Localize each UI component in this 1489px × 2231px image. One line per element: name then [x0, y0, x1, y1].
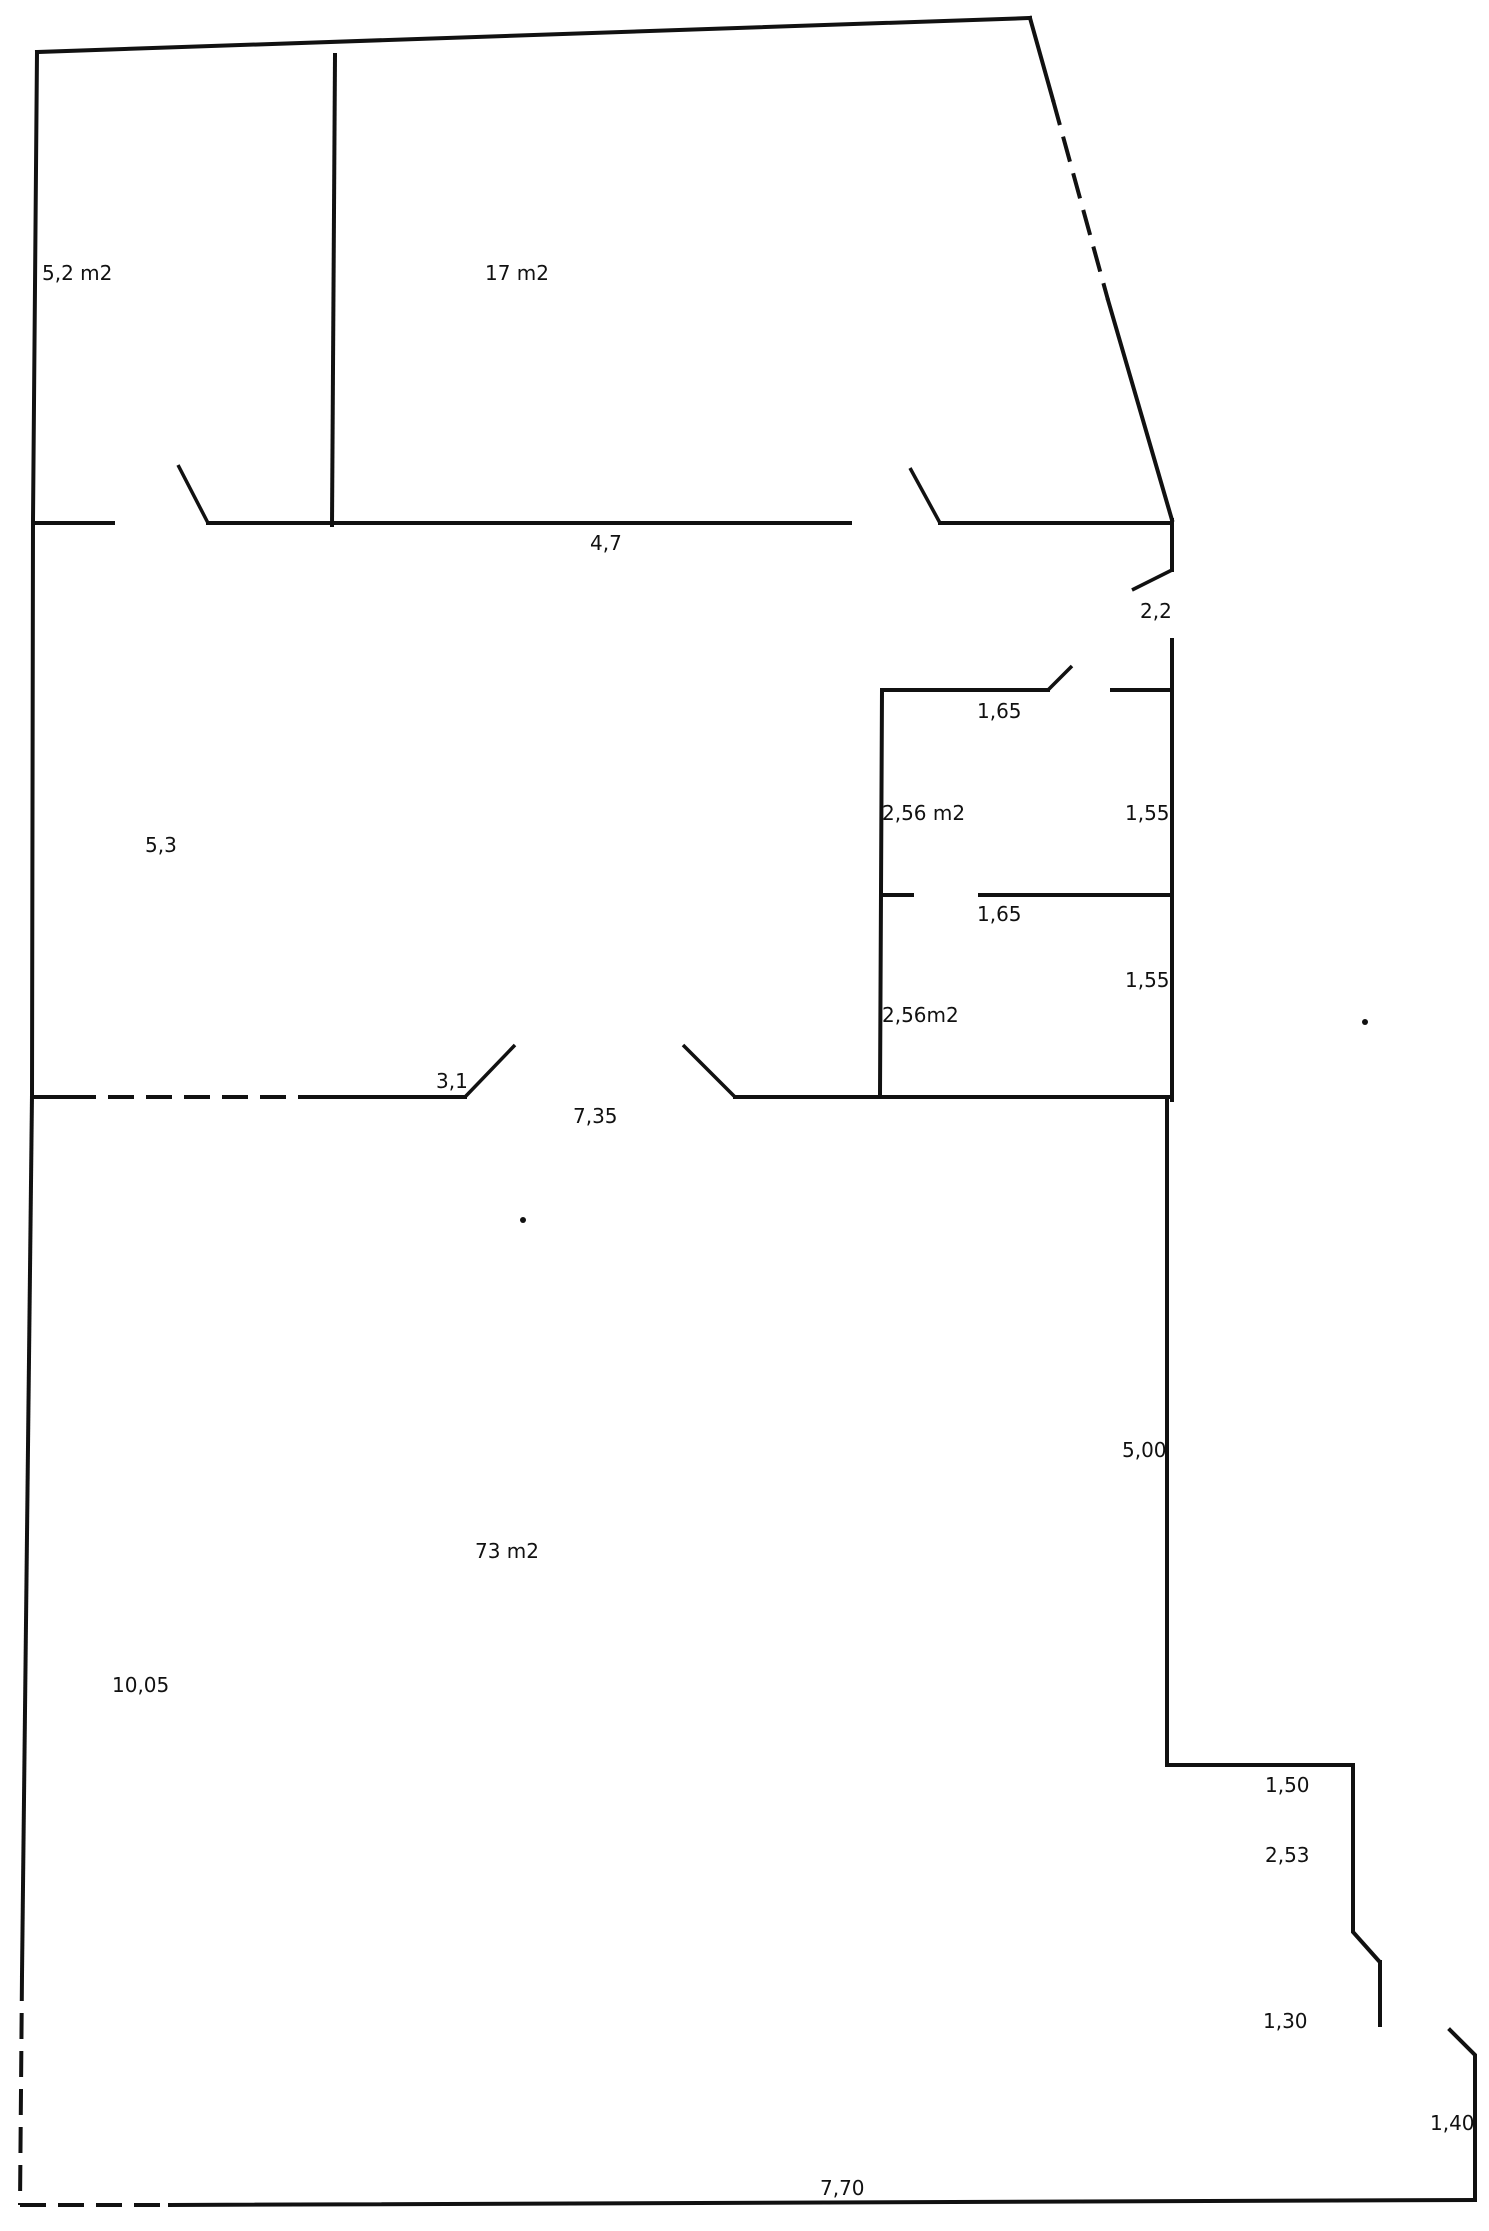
- left-wall-middle: [29, 517, 36, 1098]
- door-top-room: [908, 467, 942, 524]
- left-wall-dashed: [18, 1974, 24, 2206]
- dimension-label: 1,40: [1430, 2111, 1475, 2135]
- left-wall-upper: [30, 49, 40, 523]
- dimension-label: 1,65: [977, 699, 1022, 723]
- slanted-wall-upper: [1027, 15, 1056, 103]
- corridor-wall: [30, 1043, 1174, 1099]
- wc-block: [877, 568, 1174, 1098]
- dimension-label: 1,55: [1125, 801, 1170, 825]
- left-wall-lower: [19, 1092, 35, 1978]
- wc-left-wall: [877, 687, 885, 1098]
- door-right-exit: [1131, 568, 1173, 592]
- door-corridor-left: [463, 1043, 517, 1099]
- marker-dot: [1362, 1019, 1368, 1025]
- top-room-divider: [329, 52, 338, 528]
- area-label: 2,56 m2: [882, 801, 965, 825]
- dimension-label: 3,1: [436, 1069, 468, 1093]
- top-outer-wall: [34, 15, 1033, 55]
- dimension-label: 5,00: [1122, 1438, 1167, 1462]
- dimension-label: 2,2: [1140, 599, 1172, 623]
- area-label: 73 m2: [475, 1539, 539, 1563]
- dimension-label: 10,05: [112, 1673, 169, 1697]
- slanted-wall-lower: [1105, 297, 1175, 523]
- area-label: 17 m2: [485, 261, 549, 285]
- labels: 5,2 m2 17 m2 4,7 2,2 1,65 2,56 m2 1,55 5…: [42, 261, 1475, 2200]
- marker-dot: [520, 1217, 526, 1223]
- slanted-wall-dashed: [1051, 99, 1110, 301]
- area-label: 5,2 m2: [42, 261, 112, 285]
- bottom-wall-right: [167, 2197, 1478, 2208]
- corner-chamfer-wall: [1447, 2027, 1477, 2202]
- dimension-label: 1,55: [1125, 968, 1170, 992]
- door-corridor-right: [681, 1043, 737, 1099]
- dimension-label: 1,30: [1263, 2009, 1308, 2033]
- step-wall: [1165, 1763, 1381, 1963]
- outer-walls: [18, 15, 1478, 2208]
- area-label: 2,56m2: [882, 1003, 959, 1027]
- dimension-label: 2,53: [1265, 1843, 1310, 1867]
- dimension-label: 4,7: [590, 531, 622, 555]
- door-wc-upper: [1046, 664, 1074, 692]
- dimension-label: 1,65: [977, 902, 1022, 926]
- dimension-label: 7,35: [573, 1104, 618, 1128]
- door-left-room: [176, 464, 210, 524]
- dimension-label: 1,50: [1265, 1773, 1310, 1797]
- dimension-label: 5,3: [145, 833, 177, 857]
- upper-partitions: [31, 52, 1174, 528]
- dimension-label: 7,70: [820, 2176, 865, 2200]
